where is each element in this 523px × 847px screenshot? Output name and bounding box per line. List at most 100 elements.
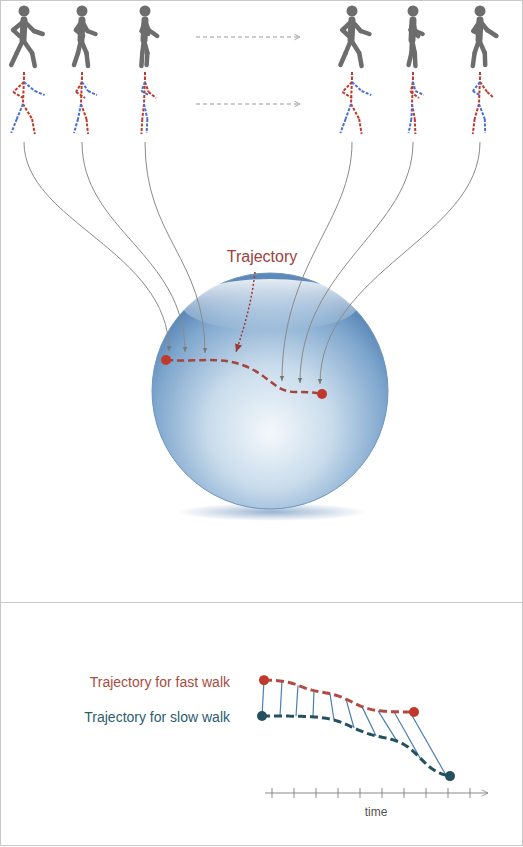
skeleton-figure [473,72,494,134]
figure-limb [76,30,83,36]
figure-limb [359,53,361,66]
sphere-highlight [182,279,358,331]
skeleton-bone [352,82,362,91]
figure-head [408,6,419,17]
skeleton-bone [479,104,485,119]
figure-limb [144,53,149,65]
skeleton-bone [144,72,146,77]
time-axis [265,793,488,794]
skeleton-figure [409,72,424,134]
bottom-panel [1,603,523,846]
trajectory-start [161,355,171,365]
skeleton-bone [480,82,487,92]
skeleton-bone [473,91,480,95]
figure-head [347,6,358,17]
skeleton-bone [149,92,156,98]
skeleton-bone [362,91,372,95]
figure-limb [32,53,35,66]
trajectory-endpoint [257,711,267,721]
axis-tick [382,788,383,798]
skeleton-bone [82,82,88,91]
skeleton-figure [340,72,371,134]
skeleton-figure [74,72,97,134]
walking-figure [11,6,43,67]
figure-head [140,6,151,17]
skeleton-bone [81,77,82,104]
figure-limb [415,31,422,34]
top-panel [1,1,523,603]
figure-limb [88,31,96,34]
mapping-curve [320,142,480,384]
sequence-arrow [196,37,300,38]
skeleton-bone [24,82,35,91]
skeleton-bone [359,119,361,134]
skeleton-bone [13,92,23,98]
skeleton-bone [351,104,359,119]
skeleton-bone [414,119,417,134]
slow-trajectory [262,716,450,776]
figure-limb [340,53,345,65]
trajectory-endpoint [445,771,455,781]
skeleton-bone [76,82,82,92]
figure-limb [87,53,89,66]
figure-limb [342,30,348,36]
skeleton-bone [410,104,413,119]
figure-head [19,6,30,17]
skeleton-bone [412,72,414,77]
trajectory-endpoint [259,675,269,685]
axis-tick [470,788,471,798]
figure-head [77,6,88,17]
skeleton-figure [11,72,44,134]
skeleton-bone [479,77,480,104]
alignment-line [394,712,420,758]
skeleton-bone [473,82,480,91]
skeleton-bone [13,82,24,92]
series-label: Trajectory for slow walk [84,709,230,726]
skeleton-bone [475,104,479,119]
skeleton-bone [342,82,352,92]
figure-limb [413,53,418,66]
skeleton-bone [409,119,412,133]
axis-tick [360,788,361,798]
trajectory-endpoint [409,707,419,717]
skeleton-bone [473,119,475,134]
skeleton-bone [141,82,145,91]
skeleton-bone [342,92,352,98]
axis-tick [404,788,405,798]
figure-limb [361,31,370,34]
figure-limb [483,53,488,65]
figure-limb [139,53,144,66]
alignment-line [262,680,264,716]
alignment-line [280,681,282,716]
skeleton-bone [87,119,89,134]
skeleton-bone [23,72,25,77]
walking-figure [340,6,369,67]
skeleton-bone [141,91,148,95]
skeleton-bone [35,91,45,95]
alignment-line [313,691,314,717]
skeleton-figure [141,72,156,134]
callout-leader [236,272,255,352]
axis-tick [426,788,427,798]
mapping-curve [145,142,205,353]
skeleton-bone [144,77,145,104]
axis-tick [338,788,339,798]
skeleton-bone [11,119,17,133]
skeleton-bone [88,91,97,95]
skeleton-bone [484,119,486,133]
skeleton-bone [479,72,481,77]
axis-tick [316,788,317,798]
figure-limb [409,53,412,65]
skeleton-bone [144,104,147,119]
figure-limb [473,31,479,34]
skeleton-bone [351,72,353,77]
figure-limb [13,30,19,36]
walking-figure [74,6,96,67]
skeleton-bone [76,92,85,98]
trajectory-path [166,360,322,394]
skeleton-bone [415,91,423,95]
skeleton-bone [78,104,81,119]
fast-trajectory [264,680,414,712]
skeleton-bone [146,119,149,133]
mapping-curve [82,142,185,352]
